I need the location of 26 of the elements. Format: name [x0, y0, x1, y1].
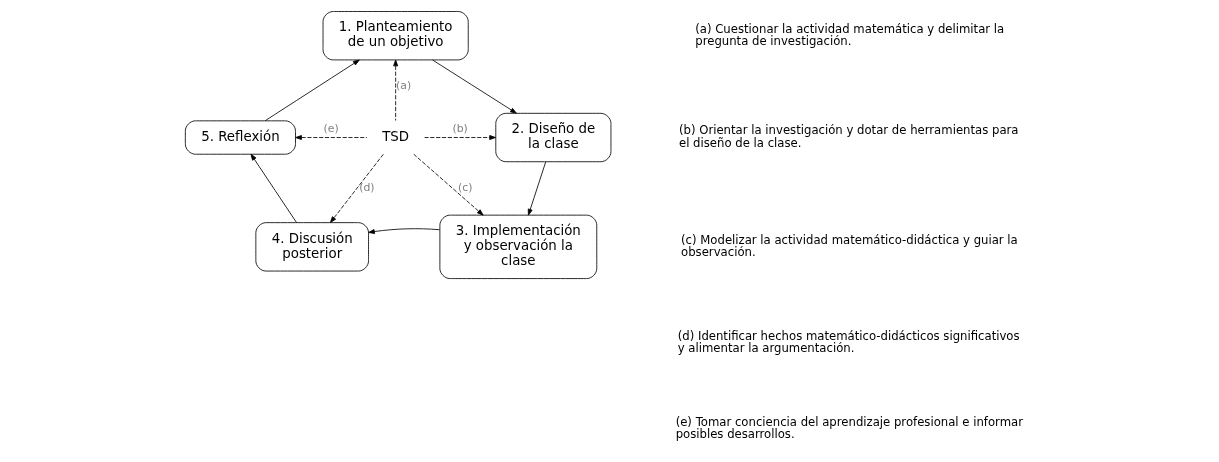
node-box: 3. Implementación y observación la clase	[439, 214, 598, 279]
edge-label: (e)	[323, 122, 339, 136]
edge-label: (c)	[458, 181, 473, 195]
arrow	[432, 59, 517, 114]
arrow	[368, 228, 441, 234]
arrow	[527, 161, 547, 216]
arrow	[424, 135, 496, 140]
node-box: 2. Diseño de la clase	[495, 112, 612, 163]
arrow	[413, 153, 484, 216]
label: (d) Identificar hechos matemático-didácticos significativos y alimentar la argumentación.	[677, 328, 1020, 356]
node-box: 4. Discusión posterior	[255, 222, 369, 272]
edge-label: (b)	[452, 122, 468, 136]
arrow	[264, 59, 360, 122]
arrow	[295, 135, 368, 140]
label: (b) Orientar la investigación y dotar de herramientas para el diseño de la clase.	[678, 123, 1019, 150]
node-box: 1. Planteamiento de un objetivo	[322, 11, 469, 61]
label: (a) Cuestionar la actividad matemática y delimitar la pregunta de investigación.	[695, 21, 1005, 49]
label: (c) Modelizar la actividad matemático-didáctica y guiar la observación.	[681, 232, 1018, 260]
edge-label: (a)	[396, 79, 412, 93]
label: (e) Tomar conciencia del aprendizaje profesional e informar posibles desarrollos.	[675, 414, 1024, 442]
node-text: TSD	[382, 128, 410, 144]
arrow	[330, 153, 384, 223]
node-box: 5. Reflexión	[184, 120, 296, 155]
arrow	[393, 59, 399, 121]
edge-label: (d)	[359, 181, 375, 195]
arrow	[250, 153, 297, 223]
